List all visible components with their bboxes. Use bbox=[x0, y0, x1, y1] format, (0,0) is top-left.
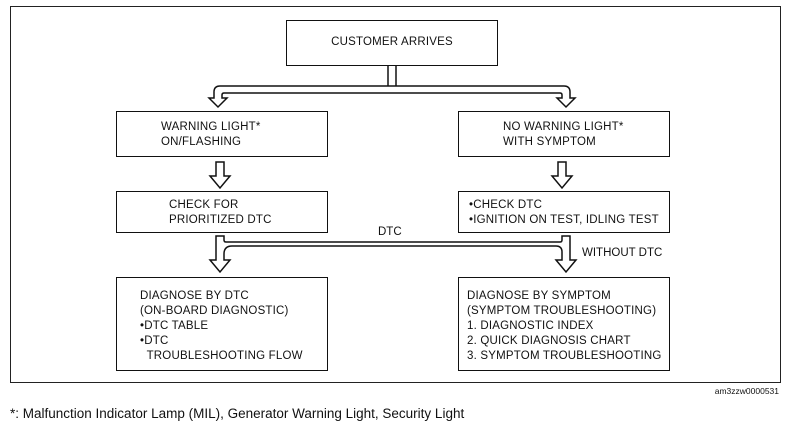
dtc-label: DTC bbox=[378, 226, 402, 238]
check-prioritized-dtc-box: CHECK FOR PRIORITIZED DTC bbox=[116, 191, 328, 233]
box-line: CUSTOMER ARRIVES bbox=[331, 36, 453, 48]
box-line: DIAGNOSE BY SYMPTOM bbox=[467, 290, 611, 302]
diagnose-by-dtc-box: DIAGNOSE BY DTC (ON-BOARD DIAGNOSTIC) •D… bbox=[116, 277, 328, 371]
box-line: (ON-BOARD DIAGNOSTIC) bbox=[140, 305, 289, 317]
diagnose-by-symptom-box: DIAGNOSE BY SYMPTOM (SYMPTOM TROUBLESHOO… bbox=[458, 277, 670, 371]
box-line: •IGNITION ON TEST, IDLING TEST bbox=[469, 214, 659, 226]
footnote: *: Malfunction Indicator Lamp (MIL), Gen… bbox=[10, 406, 465, 421]
no-warning-light-box: NO WARNING LIGHT* WITH SYMPTOM bbox=[458, 111, 670, 157]
box-line: ON/FLASHING bbox=[161, 136, 242, 148]
without-dtc-label: WITHOUT DTC bbox=[582, 247, 663, 259]
box-line: 1. DIAGNOSTIC INDEX bbox=[467, 320, 594, 332]
box-line: •DTC bbox=[140, 335, 169, 347]
check-dtc-box: •CHECK DTC •IGNITION ON TEST, IDLING TES… bbox=[458, 191, 670, 233]
box-line: NO WARNING LIGHT* bbox=[503, 121, 624, 133]
down-arrow-right-1 bbox=[550, 161, 574, 190]
box-line: (SYMPTOM TROUBLESHOOTING) bbox=[467, 305, 657, 317]
box-line: •CHECK DTC bbox=[469, 199, 543, 211]
down-arrow-left-1 bbox=[208, 161, 232, 190]
diagram-frame bbox=[10, 6, 781, 383]
figure-code: am3zzw0000531 bbox=[714, 386, 779, 396]
box-line: •DTC TABLE bbox=[140, 320, 209, 332]
box-line: TROUBLESHOOTING FLOW bbox=[140, 350, 303, 362]
box-line: 3. SYMPTOM TROUBLESHOOTING bbox=[467, 350, 662, 362]
box-line: DIAGNOSE BY DTC bbox=[140, 290, 249, 302]
warning-light-box: WARNING LIGHT* ON/FLASHING bbox=[116, 111, 328, 157]
split-arrow-top bbox=[207, 66, 577, 109]
box-line: WARNING LIGHT* bbox=[161, 121, 261, 133]
box-line: PRIORITIZED DTC bbox=[169, 214, 272, 226]
customer-arrives-box: CUSTOMER ARRIVES bbox=[286, 20, 498, 66]
box-line: CHECK FOR bbox=[169, 199, 239, 211]
box-line: 2. QUICK DIAGNOSIS CHART bbox=[467, 335, 631, 347]
dtc-cross-arrow bbox=[208, 235, 578, 274]
box-line: WITH SYMPTOM bbox=[503, 136, 596, 148]
